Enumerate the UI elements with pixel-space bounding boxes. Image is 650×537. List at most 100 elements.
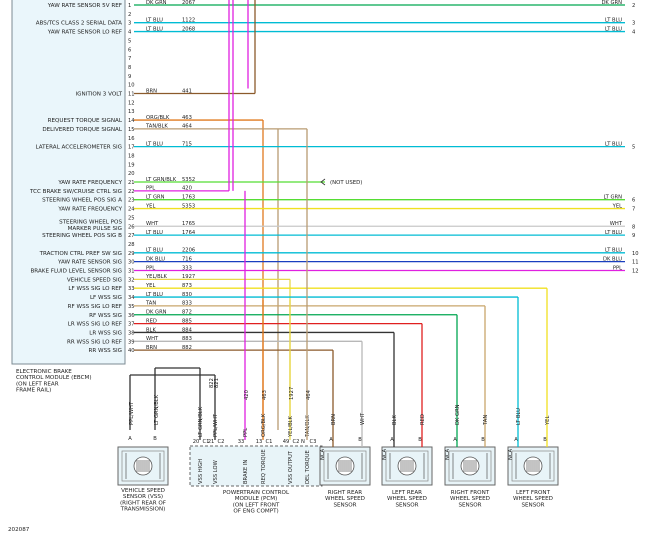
wire-circuit-label: 463 <box>182 115 192 121</box>
wss-title: SENSOR <box>521 502 544 508</box>
vss-wire-color-a: PPL/WHT <box>129 401 135 425</box>
ebcm-pin-label: STEERING WHEEL POS SIG A <box>42 198 122 204</box>
pcm-wire-color: PPL/WHT <box>213 413 219 437</box>
wss-title: RIGHT FRONT <box>451 490 490 496</box>
ebcm-pin-number: 24 <box>128 207 135 213</box>
wire-color-label: LT BLU <box>146 141 163 147</box>
wire-right-color-label: LT BLU <box>605 18 622 24</box>
ebcm-pin-number: 20 <box>128 171 135 177</box>
wire-circuit-label: 1927 <box>182 274 195 280</box>
ebcm-pin-label: LR WSS SIG LO REF <box>68 322 122 328</box>
right-connector-number: 10 <box>632 251 639 257</box>
ebcm-pin-number: 22 <box>128 189 135 195</box>
wire-right-color-label: YEL <box>612 203 622 209</box>
pcm-title: POWERTRAIN CONTROL <box>223 490 290 496</box>
ebcm-pin-label: STEERING WHEEL POS <box>59 219 122 225</box>
wire-color-label: DK GRN <box>146 310 167 316</box>
wss-pin: A <box>329 437 333 443</box>
wss-nca-label: NCA <box>508 448 514 460</box>
wss-sensor-2-inner <box>448 450 492 482</box>
ebcm-pin-number: 1 <box>128 3 131 9</box>
wire-circuit-label: 830 <box>182 292 192 298</box>
pcm-signal-label: BRAKE IN <box>243 460 249 484</box>
right-connector-number: 11 <box>632 260 639 266</box>
wire-right-color-label: LT BLU <box>605 248 622 254</box>
wire-color-label: YEL/BLK <box>145 274 168 280</box>
wss-wire-color: RED <box>420 414 426 425</box>
wss-nca-label: NCA <box>382 448 388 460</box>
ebcm-pin-number: 36 <box>128 313 135 319</box>
wss-pin: B <box>358 437 362 443</box>
ebcm-pin-number: 34 <box>128 295 135 301</box>
ebcm-pin-number: 15 <box>128 127 135 133</box>
wss-pin: A <box>453 437 457 443</box>
ebcm-pin-label: VEHICLE SPEED SIG <box>67 277 122 283</box>
vss-title: VEHICLE SPEED <box>121 488 165 494</box>
ebcm-pin-label: YAW RATE FREQUENCY <box>57 207 122 213</box>
wss-sensor-0-inner <box>323 450 367 482</box>
wire-color-label: WHT <box>146 221 159 227</box>
ebcm-pin-number: 3 <box>128 21 131 27</box>
ebcm-pin-number: 31 <box>128 269 135 275</box>
ebcm-box <box>11 0 126 365</box>
ebcm-pin-label: REQUEST TORQUE SIGNAL <box>48 118 123 124</box>
wire-color-label: PPL <box>146 265 155 271</box>
ebcm-pin-number: 29 <box>128 251 135 257</box>
wire-color-label: LT BLU <box>146 26 163 32</box>
wss-wire-color: LT BLU <box>516 408 522 425</box>
wire-color-label: BRN <box>146 88 157 94</box>
wss-wire-color: BRN <box>331 414 337 425</box>
ebcm-pin-number: 21 <box>128 180 135 186</box>
ebcm-pin-number: 26 <box>128 224 135 230</box>
wss-pin: A <box>514 437 518 443</box>
wss-title: SENSOR <box>333 502 356 508</box>
ebcm-pin-label: BRAKE FLUID LEVEL SENSOR SIG <box>30 269 122 275</box>
wss-sensor-1-inner <box>385 450 429 482</box>
right-connector-number: 12 <box>632 269 639 275</box>
wire-color-label: LT GRN/BLK <box>146 177 177 183</box>
ebcm-pin-number: 23 <box>128 198 135 204</box>
wire-circuit-label: 1765 <box>182 221 195 227</box>
wire-color-label: LT BLU <box>146 292 163 298</box>
ebcm-pin-number: 13 <box>128 109 135 115</box>
ebcm-pin-label: RR WSS SIG LO REF <box>67 339 122 345</box>
ebcm-pin-number: 19 <box>128 162 135 168</box>
ebcm-pin-number: 5 <box>128 38 131 44</box>
pcm-connector-id: C3 <box>310 439 317 445</box>
wss-title: LEFT FRONT <box>516 490 551 496</box>
ebcm-pin-number: 16 <box>128 136 135 142</box>
ebcm-pin-number: 17 <box>128 145 135 151</box>
vss-title: TRANSMISSION) <box>120 507 166 513</box>
pcm-wire-color: PPL <box>243 428 249 437</box>
ebcm-pin-label: TCC BRAKE SW/CRUISE CTRL SIG <box>29 189 122 195</box>
right-connector-number: 3 <box>632 21 635 27</box>
ebcm-title: CONTROL MODULE (EBCM) <box>16 375 92 381</box>
ebcm-pin-number: 2 <box>128 12 131 18</box>
pcm-circuit-label: 1927 <box>289 387 295 400</box>
wire-right-color-label: LT BLU <box>605 141 622 147</box>
pcm-signal-label: DEL TORQUE <box>305 450 311 484</box>
wss-wire-color: TAN <box>483 415 489 426</box>
right-connector-number: 8 <box>632 224 635 230</box>
pcm-wire-color: ORG/BLK <box>261 413 267 437</box>
wss-title: WHEEL SPEED <box>325 496 365 502</box>
wire-right-color-label: LT BLU <box>605 26 622 32</box>
ebcm-pin-label: YAW RATE SENSOR LO REF <box>47 30 122 36</box>
right-connector-number: 9 <box>632 233 635 239</box>
wire-circuit-label: 833 <box>182 301 192 307</box>
pcm-box <box>189 445 323 487</box>
ebcm-pin-number: 6 <box>128 47 131 53</box>
wire-color-label: PPL <box>146 186 155 192</box>
vss-wire-color-b: LT GRN/BLK <box>154 394 160 425</box>
ebcm-pin-number: 4 <box>128 30 132 36</box>
ebcm-title: ELECTRONIC BRAKE <box>16 369 72 375</box>
right-connector-number: 4 <box>632 30 636 36</box>
pcm-circuit-label: 463 <box>262 390 268 400</box>
ebcm-pin-label: LR WSS SIG <box>89 330 122 336</box>
ebcm-pin-number: 35 <box>128 304 135 310</box>
ebcm-title: FRAME RAIL) <box>16 388 51 394</box>
ebcm-pin-number: 7 <box>128 56 131 62</box>
ebcm-pin-label: IGNITION 3 VOLT <box>76 92 123 98</box>
pcm-pin-number: 33 <box>238 439 245 445</box>
